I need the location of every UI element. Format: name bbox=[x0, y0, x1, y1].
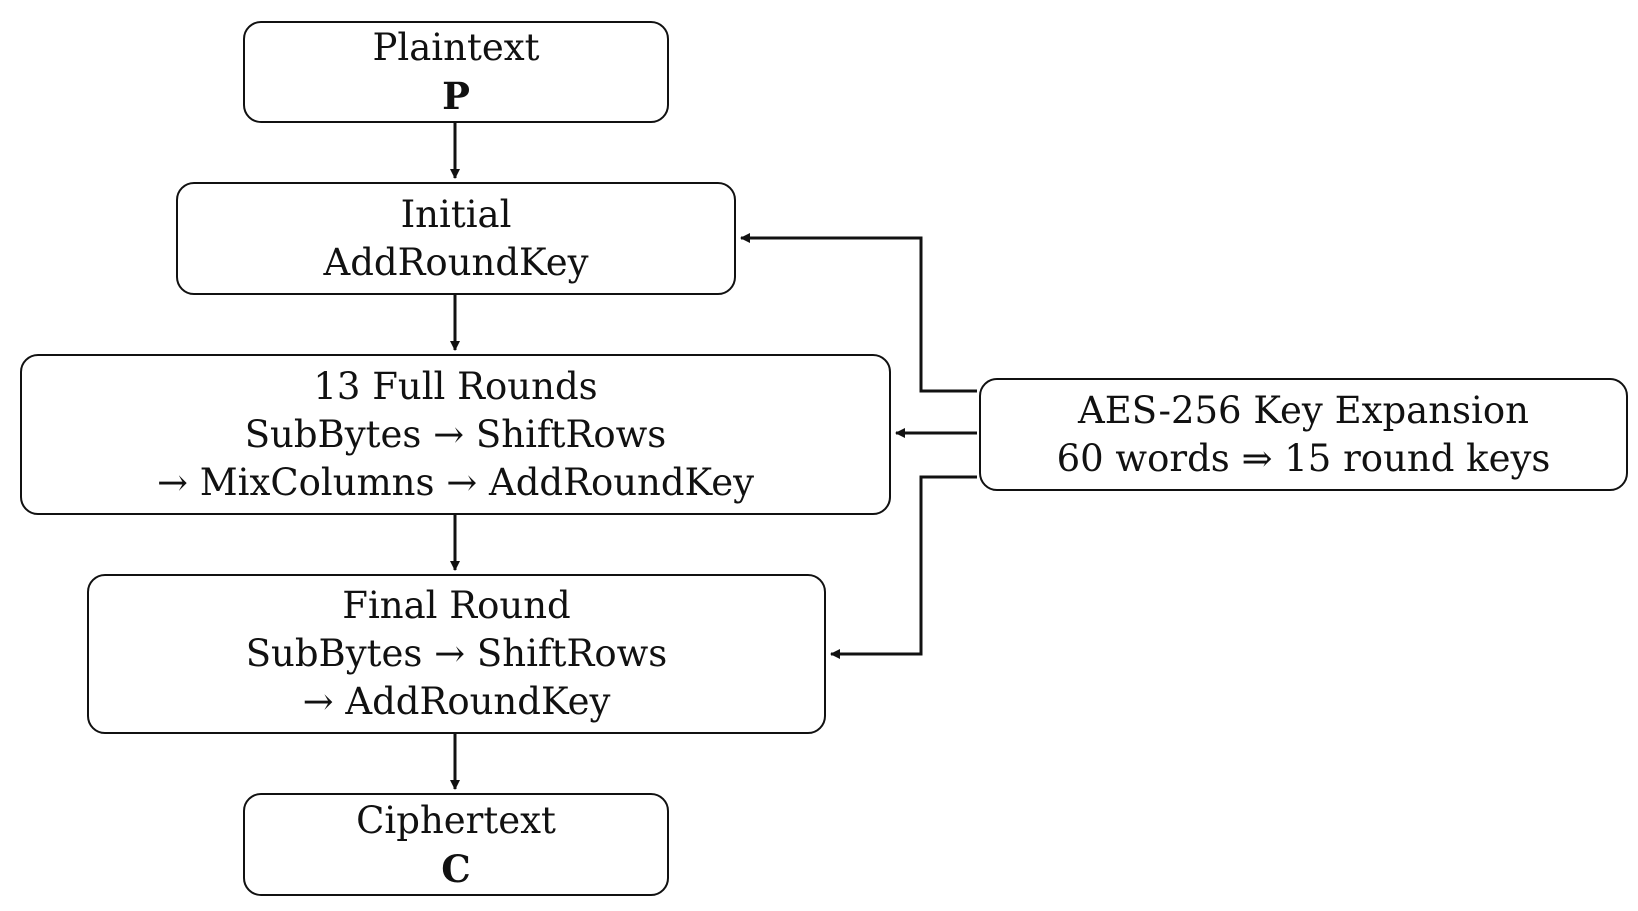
arrow-key-to-final-round bbox=[830, 475, 977, 659]
arrow-key-to-initial bbox=[740, 233, 977, 393]
key-expansion-line1: AES-256 Key Expansion bbox=[1078, 388, 1529, 432]
full-rounds-line1: 13 Full Rounds bbox=[313, 364, 598, 408]
initial-line1: Initial bbox=[400, 192, 512, 236]
ciphertext-symbol: C bbox=[441, 846, 471, 891]
initial-addroundkey-node: Initial AddRoundKey bbox=[176, 182, 736, 295]
ciphertext-title: Ciphertext bbox=[356, 798, 556, 842]
final-round-line1: Final Round bbox=[342, 584, 571, 627]
full-rounds-line2: SubBytes → ShiftRows bbox=[244, 412, 667, 456]
full-rounds-node: 13 Full Rounds SubBytes → ShiftRows → Mi… bbox=[20, 354, 891, 515]
final-round-line2: SubBytes → ShiftRows bbox=[245, 632, 668, 675]
key-expansion-line2: 60 words ⇒ 15 round keys bbox=[1056, 436, 1551, 480]
initial-line2: AddRoundKey bbox=[323, 240, 589, 284]
plaintext-symbol: P bbox=[442, 74, 470, 118]
ciphertext-node: Ciphertext C bbox=[243, 793, 669, 896]
final-round-line3: → AddRoundKey bbox=[302, 680, 611, 723]
plaintext-title: Plaintext bbox=[372, 26, 540, 69]
final-round-node: Final Round SubBytes → ShiftRows → AddRo… bbox=[87, 574, 826, 734]
key-expansion-node: AES-256 Key Expansion 60 words ⇒ 15 roun… bbox=[979, 378, 1628, 491]
full-rounds-line3: → MixColumns → AddRoundKey bbox=[156, 460, 755, 504]
plaintext-node: Plaintext P bbox=[243, 21, 669, 123]
